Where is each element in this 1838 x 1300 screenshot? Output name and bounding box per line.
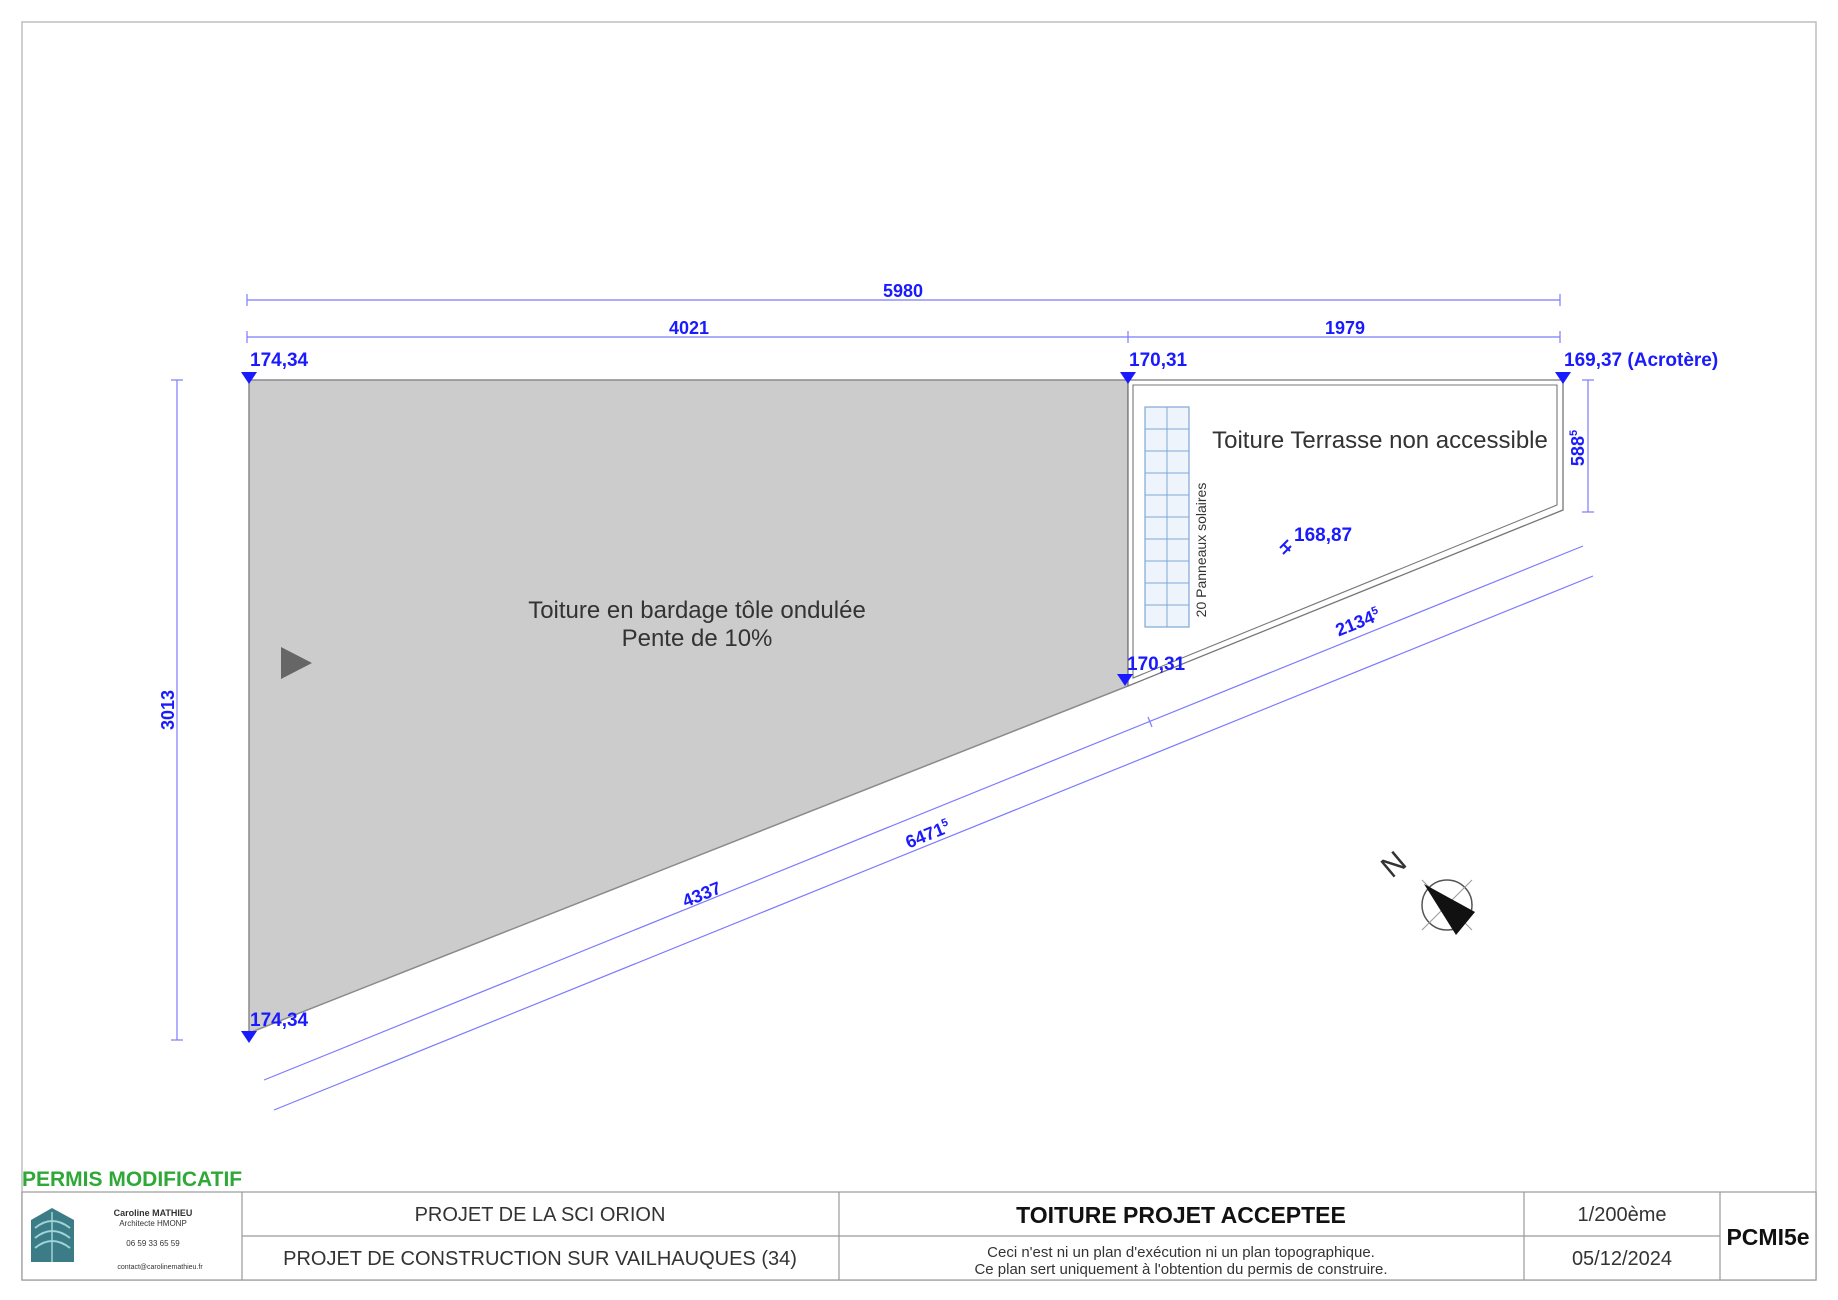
permis-label: PERMIS MODIFICATIF (22, 1168, 242, 1191)
terrace-roof-outer (1127, 379, 1564, 687)
svg-text:170,31: 170,31 (1127, 654, 1186, 675)
svg-text:170,31: 170,31 (1129, 350, 1188, 371)
level-marker-top-right: 169,37 (Acrotère) (1555, 350, 1718, 384)
solar-panels-label: 20 Panneaux solaires (1193, 483, 1209, 618)
title-block: Caroline MATHIEU Architecte HMONP 06 59 … (21, 1191, 1817, 1281)
svg-text:169,37 (Acrotère): 169,37 (Acrotère) (1564, 350, 1718, 371)
sheet-roof-slope-label: Pente de 10% (622, 625, 773, 652)
drain-icon (1279, 539, 1292, 555)
dimension-right-short: 5885 (1568, 379, 1594, 513)
dimension-4021: 4021 (669, 318, 709, 338)
dimension-4337: 4337 (679, 878, 724, 912)
drain-marker: 168,87 (1279, 525, 1352, 555)
terrace-roof-parapet (1132, 384, 1558, 679)
drawing-title: TOITURE PROJET ACCEPTEE (1016, 1202, 1346, 1228)
architect-email: contact@carolinemathieu.fr (117, 1264, 203, 1271)
solar-panels (1144, 406, 1190, 628)
svg-text:168,87: 168,87 (1294, 525, 1352, 546)
architect-name: Caroline MATHIEU (114, 1208, 193, 1218)
dimension-height: 3013 (158, 379, 183, 1041)
project-name: PROJET DE LA SCI ORION (415, 1204, 666, 1226)
dimension-2134: 21345 (1333, 605, 1383, 641)
dimension-588: 5885 (1568, 430, 1588, 466)
level-marker-bottom-left: 174,34 (241, 1010, 309, 1043)
architect-title: Architecte HMONP (119, 1219, 187, 1228)
svg-text:N: N (1375, 845, 1413, 884)
architect-phone: 06 59 33 65 59 (126, 1239, 180, 1248)
drawing-date: 05/12/2024 (1572, 1248, 1672, 1270)
sheet-code: PCMI5e (1726, 1224, 1809, 1250)
drawing-scale: 1/200ème (1578, 1204, 1667, 1226)
project-description: PROJET DE CONSTRUCTION SUR VAILHAUQUES (… (283, 1248, 797, 1270)
dimension-3013: 3013 (158, 690, 178, 730)
terrace-label: Toiture Terrasse non accessible (1212, 427, 1548, 454)
north-arrow-icon: N (1375, 845, 1475, 935)
svg-text:174,34: 174,34 (250, 1010, 309, 1031)
disclaimer-line-1: Ceci n'est ni un plan d'exécution ni un … (987, 1244, 1375, 1261)
svg-text:174,34: 174,34 (250, 350, 309, 371)
dimension-1979: 1979 (1325, 318, 1365, 338)
sheet-roof-label: Toiture en bardage tôle ondulée (528, 597, 866, 624)
slope-arrow-icon (281, 647, 312, 679)
level-marker-middle-bottom: 170,31 (1117, 654, 1186, 686)
sheet-metal-roof (248, 379, 1129, 1035)
level-marker-top-middle: 170,31 (1120, 350, 1188, 384)
disclaimer-line-2: Ce plan sert uniquement à l'obtention du… (974, 1261, 1387, 1278)
dimension-6471: 64715 (903, 817, 953, 853)
architect-logo (31, 1208, 74, 1262)
level-marker-top-left: 174,34 (241, 350, 309, 384)
dimension-split-width: 4021 1979 (246, 318, 1561, 343)
dimension-5980: 5980 (883, 281, 923, 301)
dimension-total-width: 5980 (246, 281, 1561, 306)
